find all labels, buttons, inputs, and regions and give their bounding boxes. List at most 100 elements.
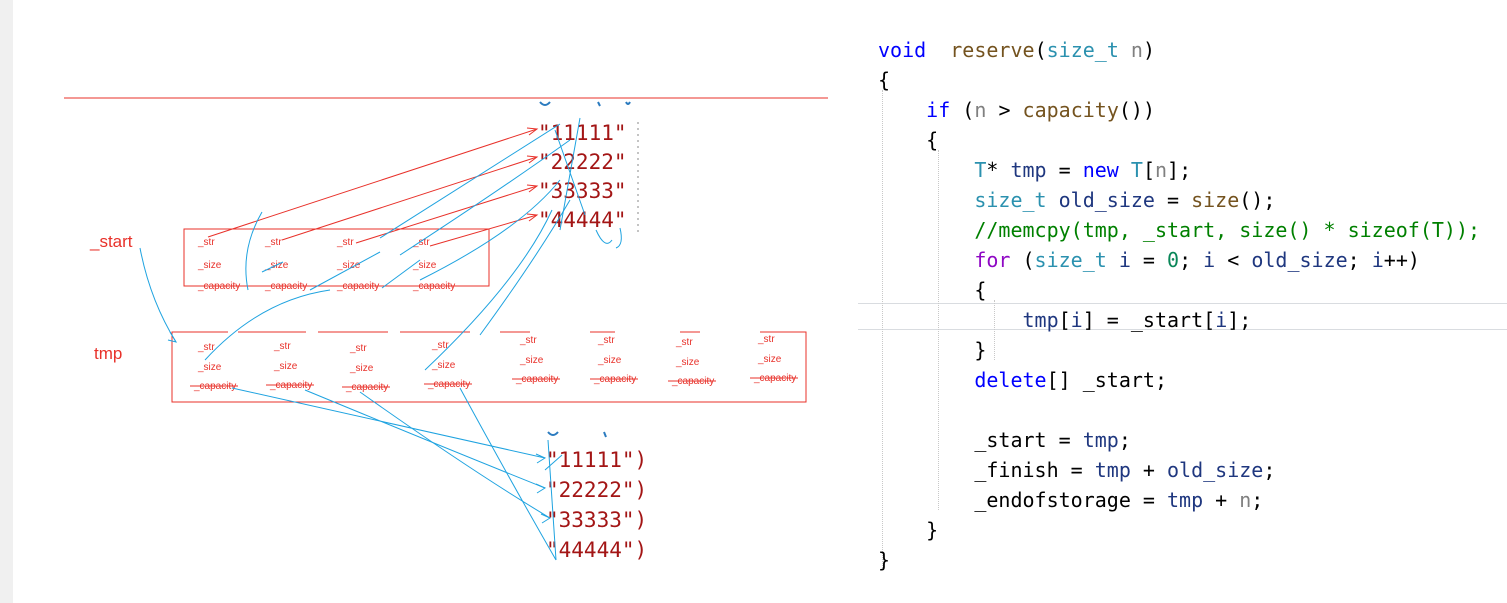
code-line: delete[] _start;: [878, 365, 1167, 395]
code-token: ;: [1118, 428, 1131, 452]
code-token: delete: [974, 368, 1047, 392]
code-token: ];: [1227, 308, 1252, 332]
code-line: tmp[i] = _start[i];: [878, 305, 1252, 335]
field-str-2: _str: [273, 341, 291, 352]
blue-arrowhead: [540, 513, 552, 524]
code-token: tmp: [1022, 308, 1059, 332]
code-line: size_t old_size = size();: [878, 185, 1275, 215]
code-token: ;: [1154, 368, 1167, 392]
code-token: //memcpy(tmp, _start, size() * sizeof(T)…: [974, 218, 1481, 242]
code-token: n: [1239, 488, 1252, 512]
start-label: _start: [89, 232, 133, 251]
code-token: (: [950, 98, 975, 122]
code-token: <: [1215, 248, 1252, 272]
memory-diagram: _start tmp _str_size_capacity_str_size_c…: [64, 97, 828, 562]
bottom-string-4: "44444"): [546, 538, 647, 562]
code-token: [1119, 38, 1131, 62]
code-token: _endofstorage: [974, 488, 1131, 512]
field-str-1: _str: [197, 237, 215, 248]
red-arrowhead: [526, 127, 539, 136]
code-token: old_size: [1251, 248, 1348, 272]
code-token: [878, 98, 926, 122]
code-token: _start: [1082, 368, 1155, 392]
code-token: n: [974, 98, 987, 122]
code-token: (: [1034, 38, 1047, 62]
blue-annotations: [139, 117, 622, 561]
tmp-array-box: [171, 331, 807, 403]
code-token: ()): [1118, 98, 1155, 122]
code-token: ] =: [1082, 308, 1131, 332]
red-arrowhead: [526, 155, 539, 164]
field-size-4: _size: [412, 260, 437, 271]
bottom-strings: "11111") "22222") "33333") "44444"): [546, 448, 647, 562]
code-token: ];: [1167, 158, 1192, 182]
code-token: ): [1142, 38, 1155, 62]
code-token: tmp: [1010, 158, 1047, 182]
top-string-2: "22222": [538, 150, 627, 174]
blue-cross-top: [554, 117, 586, 231]
code-line: //memcpy(tmp, _start, size() * sizeof(T)…: [878, 215, 1480, 245]
code-token: tmp: [1167, 488, 1204, 512]
bottom-clipped-glyphs: [547, 431, 607, 438]
code-token: new: [1082, 158, 1119, 182]
bottom-string-2: "22222"): [546, 478, 647, 502]
code-token: [878, 248, 974, 272]
code-token: [926, 38, 950, 62]
code-token: ;: [1251, 488, 1264, 512]
bottom-string-1: "11111"): [546, 448, 647, 472]
code-line: void reserve(size_t n): [878, 35, 1155, 65]
top-clipped-glyphs: [539, 101, 631, 107]
code-token: =: [1058, 458, 1095, 482]
code-line: _endofstorage = tmp + n;: [878, 485, 1263, 515]
code-token: {: [878, 68, 891, 92]
code-token: tmp: [1082, 428, 1119, 452]
indent-guide: [882, 90, 883, 570]
left-margin-bar: [0, 0, 13, 603]
code-token: {: [878, 278, 987, 302]
code-token: =: [1154, 188, 1192, 212]
code-token: [: [1058, 308, 1071, 332]
code-token: [1107, 248, 1119, 272]
top-strings: "11111" "22222" "33333" "44444": [538, 121, 627, 232]
field-str-8: _str: [757, 334, 775, 345]
field-size-8: _size: [757, 354, 782, 365]
code-line: if (n > capacity()): [878, 95, 1155, 125]
code-line: for (size_t i = 0; i < old_size; i++): [878, 245, 1420, 275]
code-token: _finish: [974, 458, 1059, 482]
code-line: {: [878, 125, 938, 155]
code-token: _start: [974, 428, 1047, 452]
code-line: _start = tmp;: [878, 425, 1131, 455]
code-token: [878, 458, 974, 482]
field-size-5: _size: [519, 355, 544, 366]
field-size-7: _size: [675, 357, 700, 368]
field-size-1: _size: [197, 362, 222, 373]
code-token: 0: [1167, 248, 1180, 272]
blue-cross-out: [261, 261, 284, 273]
blue-scribble-top: [595, 227, 622, 249]
code-token: tmp: [1094, 458, 1131, 482]
field-str-2: _str: [264, 237, 282, 248]
code-line: {: [878, 65, 890, 95]
field-str-3: _str: [336, 237, 354, 248]
code-token: _start: [1130, 308, 1204, 332]
code-token: [878, 488, 974, 512]
code-token: [1119, 158, 1131, 182]
red-arrow: [429, 214, 538, 247]
code-token: ;: [1263, 458, 1276, 482]
code-token: [878, 368, 974, 392]
code-token: =: [1130, 248, 1168, 272]
red-arrow: [207, 128, 538, 238]
code-token: {: [878, 128, 939, 152]
code-token: [878, 188, 974, 212]
blue-arrow-start-to-tmp: [139, 247, 177, 343]
field-str-3: _str: [349, 343, 367, 354]
top-string-3: "33333": [538, 179, 627, 203]
field-str-4: _str: [431, 340, 449, 351]
code-line: }: [878, 515, 938, 545]
bottom-string-3: "33333"): [546, 508, 647, 532]
blue-arrow-top-2: [399, 139, 571, 256]
field-str-1: _str: [197, 342, 215, 353]
code-token: [878, 428, 974, 452]
code-token: ++): [1383, 248, 1420, 272]
tmp-fields: _str_size_capacity_str_size_capacity_str…: [190, 334, 798, 393]
